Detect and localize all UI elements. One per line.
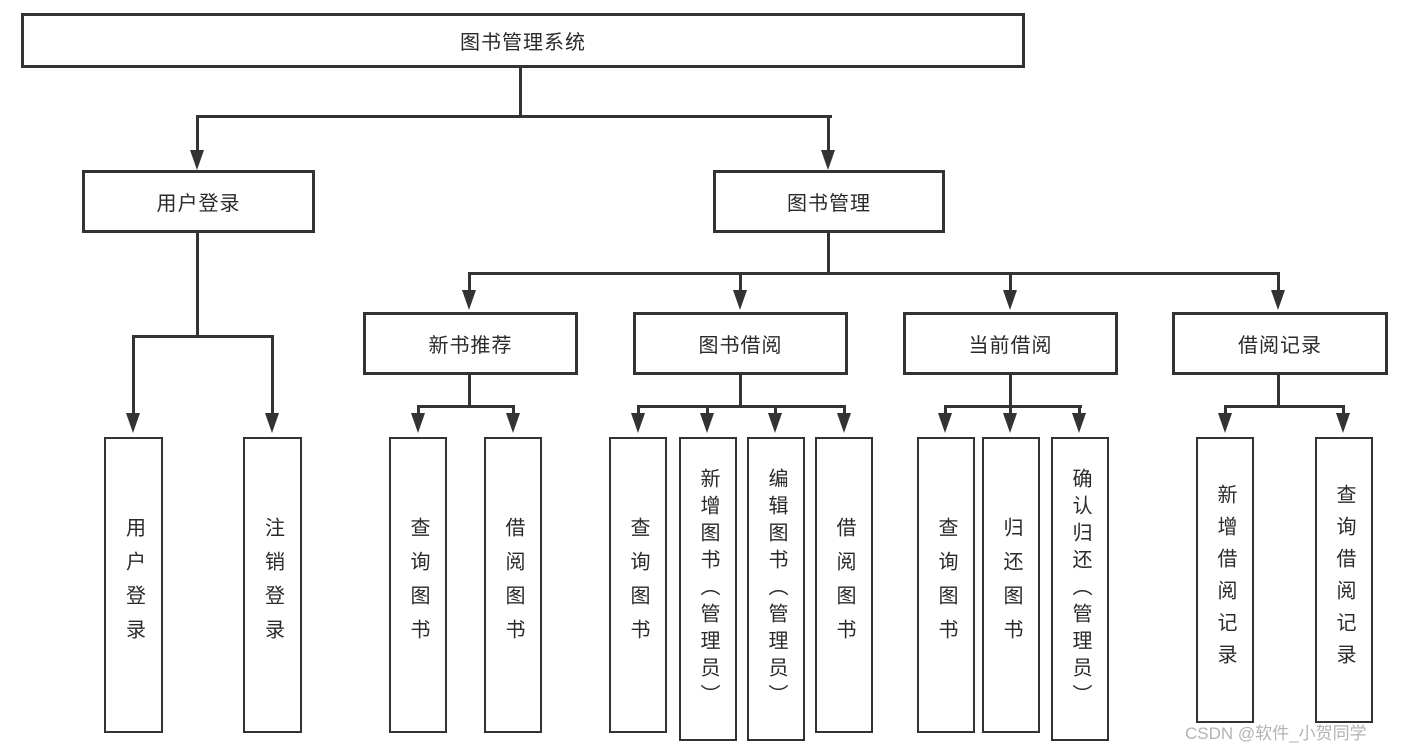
connector-group-hline (417, 405, 515, 408)
connector-drop-leaf (637, 405, 640, 415)
connector-root-hline (196, 115, 832, 118)
node-library-management-system: 图书管理系统 (21, 13, 1025, 68)
arrow-down-icon (1336, 413, 1350, 433)
connector-drop-book-management (827, 115, 830, 153)
node-label: 新书推荐 (428, 335, 513, 357)
arrow-down-icon (733, 290, 747, 310)
connector-drop-leaf (417, 405, 420, 415)
connector-user-login-hline (132, 335, 274, 338)
arrow-down-icon (837, 413, 851, 433)
node-new-book-recommend: 新书推荐 (363, 312, 578, 375)
connector-drop-leaf (1224, 405, 1227, 415)
leaf-user-login: 用户登录 (104, 437, 163, 733)
leaf-query-book: 查询图书 (609, 437, 667, 733)
node-label: 借阅记录 (1238, 335, 1322, 357)
connector-drop-leaf (1009, 405, 1012, 415)
arrow-down-icon (1003, 413, 1017, 433)
connector-drop-book-borrow (739, 272, 742, 292)
arrow-down-icon (1271, 290, 1285, 310)
connector-group-hline (637, 405, 846, 408)
node-current-borrow: 当前借阅 (903, 312, 1118, 375)
arrow-down-icon (190, 150, 204, 170)
connector-drop-leaf (944, 405, 947, 415)
node-user-login: 用户登录 (82, 170, 315, 233)
csdn-watermark: CSDN @软件_小贺同学 (1185, 724, 1367, 743)
connector-drop-leaf (1342, 405, 1345, 415)
leaf-edit-book-admin: 编辑图书（管理员） (747, 437, 805, 741)
leaf-query-book: 查询图书 (917, 437, 975, 733)
connector-group-hline (1224, 405, 1345, 408)
leaf-borrow-book: 借阅图书 (484, 437, 542, 733)
node-book-borrow: 图书借阅 (633, 312, 848, 375)
leaf-borrow-book: 借阅图书 (815, 437, 873, 733)
arrow-down-icon (411, 413, 425, 433)
connector-drop-user-login (196, 115, 199, 153)
arrow-down-icon (265, 413, 279, 433)
leaf-logout-login: 注销登录 (243, 437, 302, 733)
node-label: 用户登录 (156, 193, 241, 215)
leaf-query-borrow-record: 查询借阅记录 (1315, 437, 1373, 723)
node-label: 图书借阅 (698, 335, 783, 357)
connector-root-stem (519, 68, 522, 117)
connector-drop-leaf (132, 335, 135, 415)
connector-drop-leaf (843, 405, 846, 415)
arrow-down-icon (1072, 413, 1086, 433)
connector-group-stem (1277, 375, 1280, 407)
arrow-down-icon (768, 413, 782, 433)
connector-drop-new-book (468, 272, 471, 292)
arrow-down-icon (1218, 413, 1232, 433)
connector-drop-leaf (512, 405, 515, 415)
connector-drop-leaf (774, 405, 777, 415)
connector-user-login-stem (196, 233, 199, 337)
node-label: 图书管理 (787, 193, 871, 215)
arrow-down-icon (821, 150, 835, 170)
leaf-query-book: 查询图书 (389, 437, 447, 733)
arrow-down-icon (938, 413, 952, 433)
node-label: 当前借阅 (968, 335, 1053, 357)
connector-drop-current-borrow (1009, 272, 1012, 292)
connector-drop-leaf (706, 405, 709, 415)
arrow-down-icon (506, 413, 520, 433)
node-book-management: 图书管理 (713, 170, 945, 233)
arrow-down-icon (700, 413, 714, 433)
connector-drop-borrow-record (1277, 272, 1280, 292)
arrow-down-icon (631, 413, 645, 433)
leaf-return-book: 归还图书 (982, 437, 1040, 733)
leaf-confirm-return-admin: 确认归还（管理员） (1051, 437, 1109, 741)
connector-group-stem (739, 375, 742, 407)
node-label: 图书管理系统 (460, 32, 586, 54)
connector-book-management-stem (827, 233, 830, 275)
connector-book-management-hline (468, 272, 1280, 275)
arrow-down-icon (126, 413, 140, 433)
connector-group-hline (944, 405, 1082, 408)
arrow-down-icon (462, 290, 476, 310)
connector-drop-leaf (271, 335, 274, 415)
arrow-down-icon (1003, 290, 1017, 310)
connector-group-stem (1009, 375, 1012, 407)
leaf-add-book-admin: 新增图书（管理员） (679, 437, 737, 741)
connector-group-stem (468, 375, 471, 407)
leaf-add-borrow-record: 新增借阅记录 (1196, 437, 1254, 723)
connector-drop-leaf (1078, 405, 1081, 415)
node-borrow-record: 借阅记录 (1172, 312, 1388, 375)
